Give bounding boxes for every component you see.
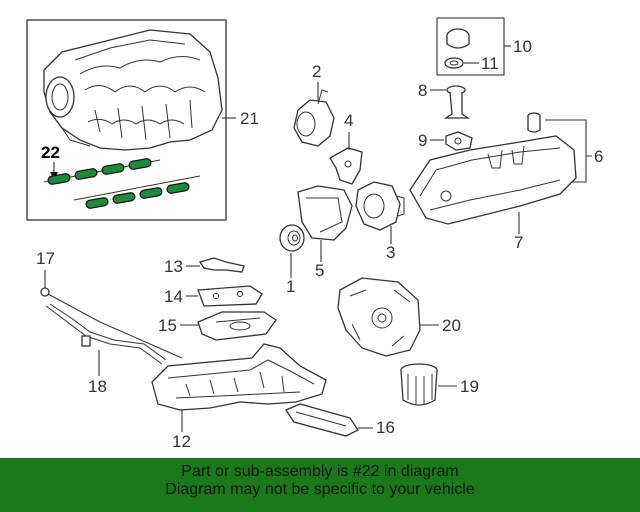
callout-14: 14 [164,287,183,306]
banner-line-1: Part or sub-assembly is #22 in diagram [181,463,459,480]
intake-manifold-drawing [43,29,223,151]
callout-17: 17 [36,249,55,268]
part-16-drawing [285,403,359,437]
part-15-drawing [197,311,277,341]
part-9-drawing [445,131,473,151]
callout-13: 13 [164,257,183,276]
callout-11: 11 [481,54,499,73]
part-1-drawing [279,224,305,252]
part-2-drawing [293,89,335,147]
part-7-drawing [409,135,577,225]
part-14-drawing [197,285,263,307]
part-20-drawing [337,277,421,357]
part-6-drawing [527,112,541,133]
part-19-drawing [400,363,438,406]
callout-4: 4 [344,111,353,130]
callout-10: 10 [513,37,532,56]
callout-16: 16 [376,418,395,437]
callout-9: 9 [418,131,427,150]
callout-8: 8 [418,81,427,100]
info-banner: Part or sub-assembly is #22 in diagram D… [0,458,640,512]
callout-12: 12 [172,432,191,451]
callout-20: 20 [442,316,461,335]
callout-1: 1 [286,277,295,296]
callout-5: 5 [315,261,324,280]
part-8-drawing [443,85,471,119]
callout-22: 22 [41,143,60,162]
callout-21: 21 [240,109,259,128]
leader-6 [545,119,592,183]
part-3-drawing [355,181,405,231]
part-5-drawing [297,185,353,241]
callout-19: 19 [460,377,479,396]
part-10-drawing [446,28,470,49]
part-12-drawing [151,343,327,411]
callout-2: 2 [312,62,321,81]
part-13-drawing [198,257,245,273]
callout-7: 7 [514,233,523,252]
callout-3: 3 [386,243,395,262]
intake-gasket-lower[interactable] [73,175,201,209]
callout-15: 15 [158,316,177,335]
callout-6: 6 [594,147,603,166]
callout-18: 18 [88,377,107,396]
banner-line-2: Diagram may not be specific to your vehi… [165,481,475,498]
part-11-drawing [444,57,464,69]
part-18-drawing [45,303,167,365]
part-4-drawing [329,147,363,185]
intake-gasket-upper[interactable] [43,158,161,185]
